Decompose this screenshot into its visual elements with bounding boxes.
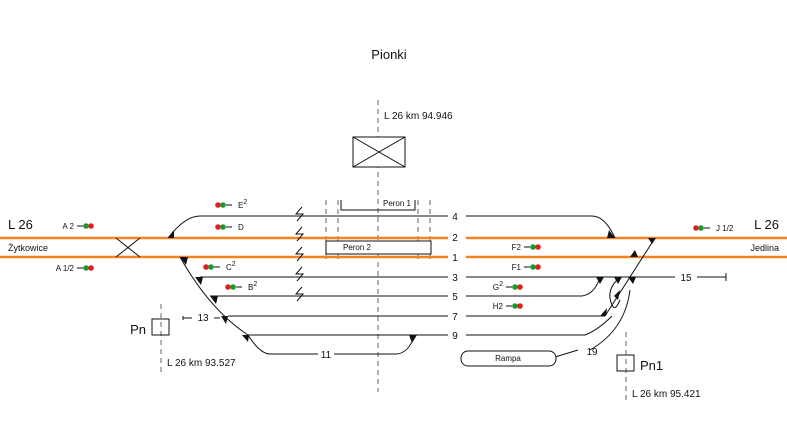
track-number-7: 7	[452, 312, 458, 323]
signal-lamp	[215, 224, 221, 230]
signal-lamp	[517, 284, 523, 290]
signal-label: A 1/2	[56, 264, 75, 273]
signal-lamp	[693, 225, 699, 231]
signal-lamp	[220, 224, 226, 230]
signal-lamp	[512, 284, 518, 290]
signal-lamp	[230, 284, 236, 290]
post-pn1-box	[616, 354, 635, 372]
signal-lamp	[215, 202, 221, 208]
switch-frogs	[168, 230, 656, 343]
post-pn-label: Pn	[130, 322, 146, 337]
svg-text:Peron 1: Peron 1	[383, 199, 412, 208]
station-title: Pionki	[371, 47, 407, 62]
line-left-label: L 26	[8, 217, 33, 232]
platform-2: Peron 2	[325, 240, 432, 255]
insulated-joints	[294, 206, 305, 302]
track-number-11: 11	[321, 350, 332, 361]
track-number-2: 2	[452, 233, 458, 244]
signal-label-superscript: 2	[499, 281, 503, 288]
signal-lamp	[512, 303, 518, 309]
signal-j12: J 1/2	[693, 224, 734, 233]
pn1-km-label: L 26 km 95.421	[632, 389, 701, 400]
signal-lamp	[225, 284, 231, 290]
signal-f1: F1	[512, 263, 541, 272]
signal-label-superscript: 2	[253, 281, 257, 288]
signal-label: F2	[512, 243, 522, 252]
signal-lamp	[535, 244, 541, 250]
signal-label-superscript: 2	[232, 261, 236, 268]
signal-label: B2	[248, 281, 257, 292]
svg-text:Rampa: Rampa	[495, 354, 521, 363]
track-number-15: 15	[680, 273, 692, 284]
signal-label: D	[238, 223, 244, 232]
signal-label: J 1/2	[716, 224, 734, 233]
track-number-9: 9	[452, 331, 458, 342]
track-11	[247, 334, 318, 355]
pn-km-label: L 26 km 93.527	[167, 358, 236, 369]
track-number-1: 1	[452, 253, 458, 264]
signal-lamp	[698, 225, 704, 231]
signal-lamp	[88, 265, 94, 271]
signal-c: C2	[203, 261, 236, 272]
station-km-label: L 26 km 94.946	[384, 111, 453, 122]
signal-label: H2	[493, 302, 504, 311]
platform-1: Peron 1	[340, 199, 416, 211]
track-number-3: 3	[452, 273, 458, 284]
station-building	[352, 136, 406, 168]
signal-lamp	[220, 202, 226, 208]
signal-label: E2	[238, 199, 247, 210]
signal-h2: H2	[493, 302, 523, 311]
signal-a2: A 2	[62, 222, 94, 231]
track-19	[589, 289, 631, 351]
destination-left: Żytkowice	[8, 243, 48, 253]
signal-g: G2	[493, 281, 523, 292]
signal-e: E2	[215, 199, 247, 210]
signal-a12: A 1/2	[56, 264, 94, 273]
track-number-5: 5	[452, 292, 458, 303]
line-right-label: L 26	[754, 217, 779, 232]
signal-label: C2	[226, 261, 236, 272]
signal-label: A 2	[62, 222, 74, 231]
destination-right: Jedlina	[750, 243, 779, 253]
left-throat	[179, 256, 249, 336]
signal-lamp	[88, 223, 94, 229]
post-pn1-label: Pn1	[640, 358, 663, 373]
post-pn-box	[151, 318, 170, 336]
track-number-19: 19	[586, 347, 598, 358]
signal-lamp	[83, 223, 89, 229]
signal-lamp	[530, 244, 536, 250]
signal-f2: F2	[512, 243, 541, 252]
signal-lamp	[83, 265, 89, 271]
track-number-13: 13	[197, 313, 209, 324]
signal-lamp	[535, 264, 541, 270]
track-4	[167, 215, 448, 239]
signal-lamp	[517, 303, 523, 309]
svg-text:Peron 2: Peron 2	[343, 243, 372, 252]
signal-label: G2	[493, 281, 503, 292]
track-number-4: 4	[452, 212, 458, 223]
signal-label-superscript: 2	[243, 199, 247, 206]
signal-lamp	[203, 264, 209, 270]
signal-b: B2	[225, 281, 257, 292]
signal-d: D	[215, 223, 244, 232]
signal-label: F1	[512, 263, 522, 272]
ramp: Rampa	[460, 350, 557, 367]
signal-lamp	[530, 264, 536, 270]
signal-lamp	[208, 264, 214, 270]
